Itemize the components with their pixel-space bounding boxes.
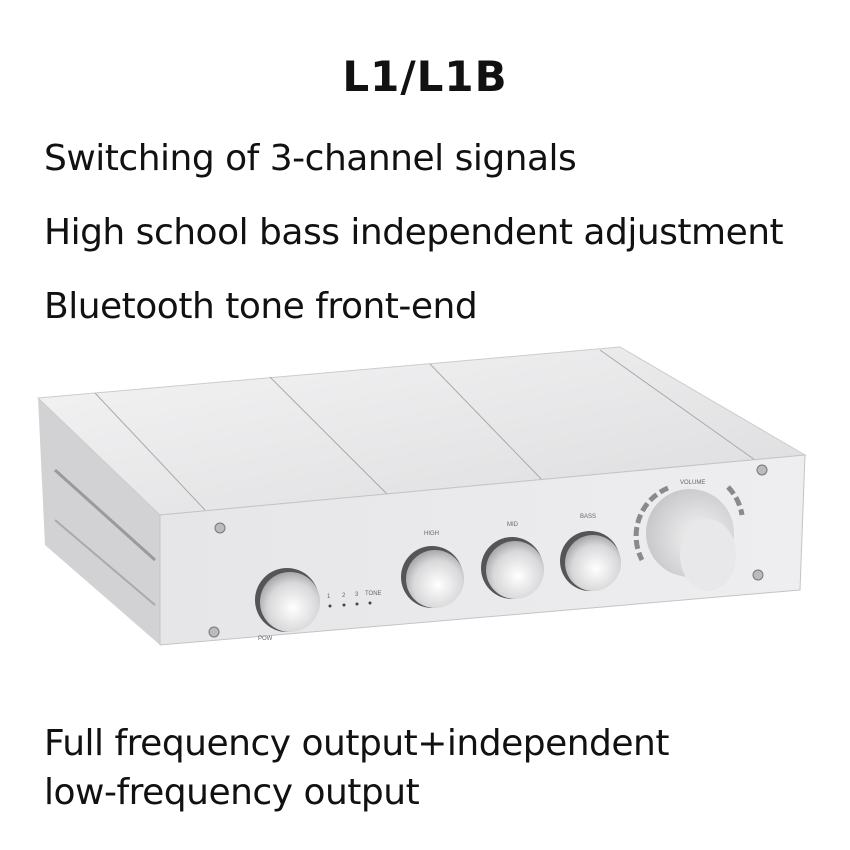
label-ch3: 3 <box>355 592 359 598</box>
mid-knob <box>481 537 544 599</box>
high-knob <box>401 546 464 608</box>
power-knob <box>255 568 320 632</box>
label-mid: MID <box>507 522 519 528</box>
label-tone: TONE <box>365 591 382 597</box>
feature-line: Switching of 3-channel signals <box>44 138 577 179</box>
label-high: HIGH <box>424 531 439 537</box>
label-power: POW <box>258 636 273 642</box>
front-panel <box>159 454 806 646</box>
screw-icon <box>756 464 768 476</box>
product-title: L1/L1B <box>342 52 508 101</box>
led-indicator <box>368 601 372 605</box>
led-indicator <box>342 603 346 607</box>
label-ch2: 2 <box>342 593 346 599</box>
led-indicator <box>355 602 359 606</box>
screw-icon <box>752 569 764 581</box>
bass-knob <box>560 531 621 591</box>
screw-icon <box>208 626 220 638</box>
label-ch1: 1 <box>327 594 331 600</box>
feature-line: Full frequency output+independent <box>44 723 669 764</box>
feature-line: High school bass independent adjustment <box>44 212 784 253</box>
screw-icon <box>214 522 226 534</box>
volume-led-ring <box>633 485 745 562</box>
feature-line: low-frequency output <box>44 772 420 813</box>
label-bass: BASS <box>580 514 596 520</box>
feature-line: Bluetooth tone front-end <box>44 286 478 327</box>
label-volume: VOLUME <box>680 480 705 486</box>
volume-knob <box>646 489 736 591</box>
led-indicator <box>328 604 332 608</box>
